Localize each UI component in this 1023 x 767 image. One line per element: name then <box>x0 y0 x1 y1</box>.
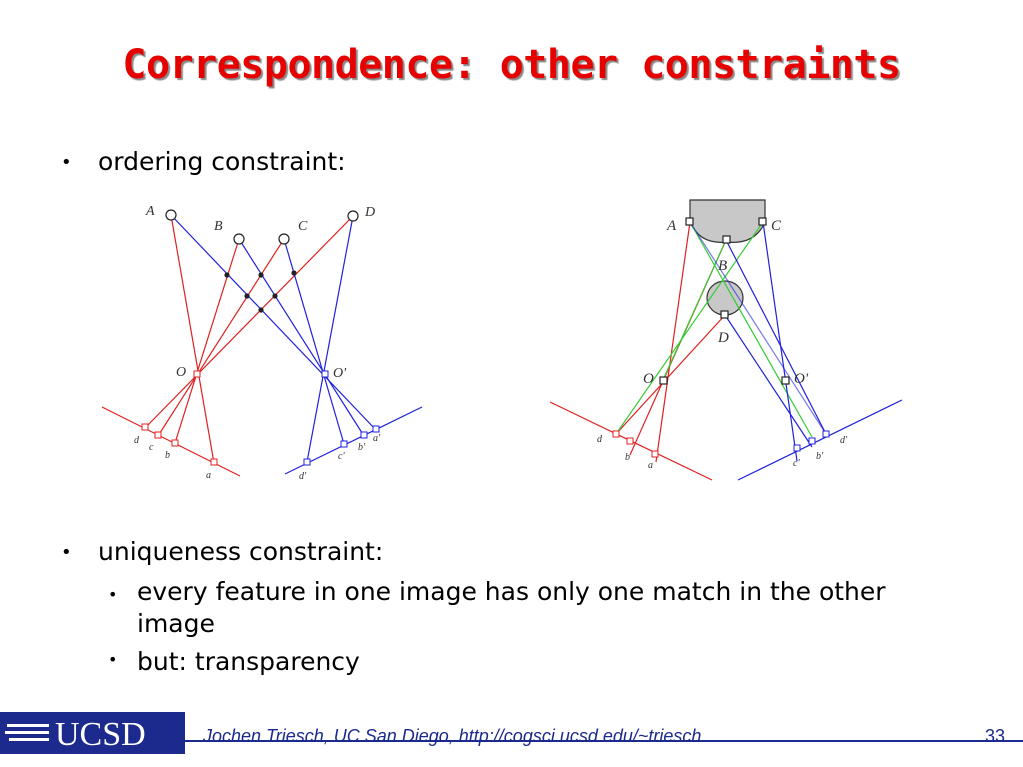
subbullet-transparency: • but: transparency <box>108 647 360 676</box>
bullet-ordering: • ordering constraint: <box>61 147 346 176</box>
point-label-a: A <box>145 204 155 219</box>
subbullet-dot: • <box>108 585 118 604</box>
footer-divider <box>185 740 1023 742</box>
center-label-o-prime: O' <box>333 366 347 381</box>
img-label-d-prime: d' <box>299 471 307 482</box>
bullet-uniqueness-text: uniqueness constraint: <box>98 537 384 566</box>
point-label-c: C <box>771 218 782 234</box>
img-label-b-prime: b' <box>358 442 366 453</box>
center-label-o: O <box>643 371 654 387</box>
point-label-d: D <box>364 205 375 220</box>
center-label-o-prime: O' <box>794 371 809 387</box>
img-label-b-prime: b' <box>816 451 824 462</box>
point-label-a: A <box>666 218 677 234</box>
point-label-b: B <box>718 258 727 274</box>
img-label-a: a <box>206 470 211 481</box>
bullet-ordering-text: ordering constraint: <box>98 147 346 176</box>
trident-icon <box>5 724 49 741</box>
point-label-d: D <box>717 330 729 346</box>
subbullet-dot: • <box>108 650 118 669</box>
subbullet-one-match-text: every feature in one image has only one … <box>137 577 886 638</box>
bullet-uniqueness: • uniqueness constraint: <box>61 537 384 566</box>
page-number: 33 <box>984 726 1005 746</box>
img-label-d-prime: d' <box>840 435 848 446</box>
img-label-a-prime: a' <box>373 433 381 444</box>
img-label-a: a <box>648 460 653 471</box>
bullet-dot: • <box>61 542 72 563</box>
img-label-c-prime: c' <box>793 458 800 469</box>
point-label-c: C <box>298 219 308 234</box>
img-label-c: c <box>149 442 154 453</box>
center-label-o: O <box>176 365 186 380</box>
img-label-d: d <box>134 435 140 446</box>
logo-text: UCSD <box>55 716 146 753</box>
ucsd-logo: UCSD <box>0 712 185 754</box>
img-label-b: b <box>165 450 170 461</box>
img-label-b: b <box>625 452 630 463</box>
transparency-diagram-right: A B C D O O' d b a c' b' d' <box>549 199 903 481</box>
ordering-diagram-left: A B C D O O' d c b a d' c' b' a' <box>101 204 423 482</box>
footer-credit: Jochen Triesch, UC San Diego, http://cog… <box>203 726 702 746</box>
bullet-dot: • <box>61 152 72 173</box>
subbullet-transparency-text: but: transparency <box>137 647 360 676</box>
point-label-b: B <box>214 219 223 234</box>
slide-title: Correspondence: other constraints <box>122 42 901 88</box>
subbullet-one-match: • every feature in one image has only on… <box>108 576 917 640</box>
img-label-d: d <box>597 434 603 445</box>
img-label-c-prime: c' <box>338 451 345 462</box>
